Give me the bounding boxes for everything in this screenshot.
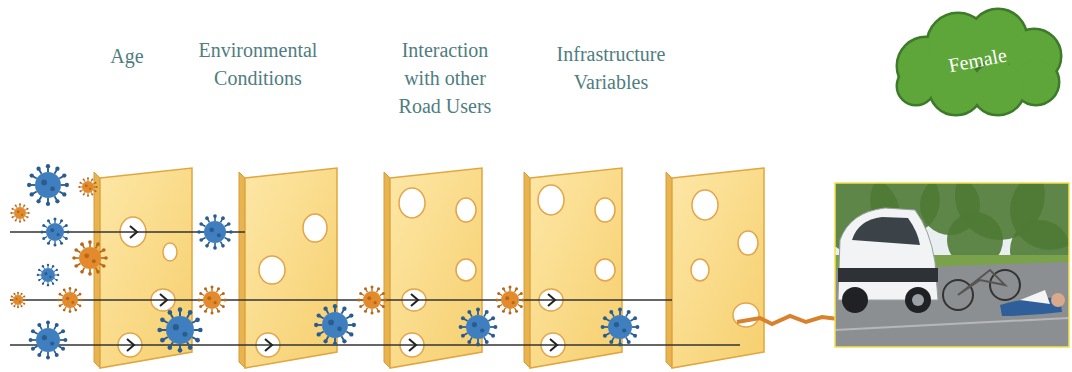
virus-particle <box>197 285 226 314</box>
trajectory-line <box>10 344 740 346</box>
virus-particle <box>27 164 69 206</box>
cheese-holes <box>118 185 759 357</box>
chevron <box>160 294 167 306</box>
cheese-hole <box>691 259 709 281</box>
cheese-slices <box>94 168 764 368</box>
virus-particle <box>601 308 640 347</box>
virus-particle <box>459 308 498 347</box>
virus-particle <box>495 285 524 314</box>
chevrons <box>127 226 557 351</box>
chevron <box>265 339 272 351</box>
slice-face <box>390 168 482 368</box>
cheese-hole <box>738 231 758 255</box>
cheese-hole <box>399 188 425 218</box>
virus-particle <box>157 307 202 352</box>
cheese-hole <box>692 190 718 220</box>
chevron <box>548 294 555 306</box>
layer-heading: Infrastructure Variables <box>531 40 691 96</box>
slice-edge <box>94 172 100 368</box>
chevron <box>130 226 137 238</box>
cheese-hole <box>259 256 285 284</box>
virus-particle <box>29 321 68 360</box>
chevron <box>127 339 134 351</box>
chevron <box>550 339 557 351</box>
cheese-hole <box>538 185 564 215</box>
chevron <box>409 339 416 351</box>
virus-particle <box>10 292 27 309</box>
cheese-hole <box>733 303 759 327</box>
virus-particle <box>57 287 83 313</box>
crack-line <box>737 316 838 324</box>
cloud-shape: Female <box>886 8 1068 112</box>
slice-edge <box>384 172 390 368</box>
trajectory-line <box>10 299 672 301</box>
cheese-hole <box>456 259 476 281</box>
slice-face <box>672 168 764 368</box>
slice-edge <box>666 172 672 368</box>
slice-edge <box>239 172 245 368</box>
viruses <box>10 164 640 359</box>
cheese-slice <box>384 168 482 368</box>
virus-particle <box>78 177 97 196</box>
cheese-slice <box>239 168 337 368</box>
virus-particle <box>357 285 386 314</box>
cheese-hole <box>595 198 615 222</box>
slice-face <box>245 168 337 368</box>
cheese-slice <box>524 168 622 368</box>
virus-particle <box>197 214 233 250</box>
cheese-slice <box>666 168 764 368</box>
cheese-hole <box>163 243 177 261</box>
cheese-hole <box>595 259 615 281</box>
virus-particle <box>10 203 29 222</box>
cheese-hole <box>303 214 327 242</box>
chevron <box>411 294 418 306</box>
layer-heading: Age <box>97 42 157 70</box>
virus-particle <box>72 240 108 276</box>
crash-photo <box>820 150 1072 347</box>
layer-heading: Interaction with other Road Users <box>385 36 505 120</box>
trajectory-lines <box>10 232 740 345</box>
virus-particle <box>314 304 356 346</box>
virus-particle <box>37 264 60 287</box>
layer-heading: Environmental Conditions <box>178 36 338 92</box>
slice-face <box>530 168 622 368</box>
slice-edge <box>524 172 530 368</box>
cheese-hole <box>456 198 476 222</box>
virus-particle <box>40 217 69 246</box>
